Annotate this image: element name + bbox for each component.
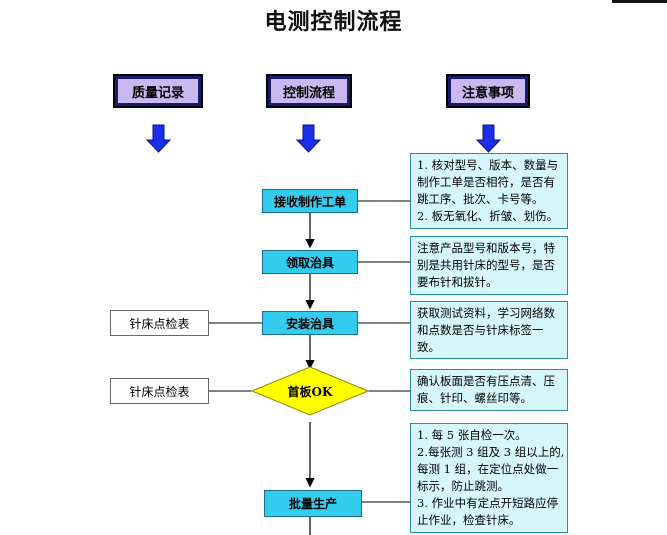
note-line: 致。 <box>417 340 440 354</box>
header-control-flow: 控制流程 <box>266 74 352 108</box>
note-line: 跳工序、批次、卡号等。 <box>417 192 544 206</box>
step-collect-fixture: 领取治具 <box>262 250 358 274</box>
decision-first-board-ok: 首板OK <box>287 384 333 399</box>
step-batch-production: 批量生产 <box>264 490 362 517</box>
window-corner-bar <box>612 0 667 3</box>
note-first-board: 确认板面是否有压点清、压 痕、针印、螺丝印等。 <box>410 369 568 411</box>
record-needle-bed-checklist: 针床点检表 <box>110 378 209 404</box>
decision-diamond <box>250 366 370 416</box>
note-line: 注意产品型号和版本号，特 <box>417 241 555 255</box>
step-install-fixture: 安装治具 <box>262 311 358 335</box>
note-line: 确认板面是否有压点清、压 <box>417 374 555 388</box>
note-batch: 1. 每 5 张自检一次。 2.每张测 3 组及 3 组以上的, 每测 1 组，… <box>410 423 568 533</box>
note-line: 别是共用针床的型号，是否 <box>417 258 555 272</box>
header-notes: 注意事项 <box>446 74 530 108</box>
note-line: 每测 1 组，在定位点处做一 <box>417 462 559 476</box>
record-needle-bed-checklist: 针床点检表 <box>110 310 209 336</box>
note-work-order: 1. 核对型号、版本、数量与 制作工单是否相符，是否有 跳工序、批次、卡号等。 … <box>410 153 568 229</box>
note-line: 标示，防止跳测。 <box>417 479 509 493</box>
note-line: 2.每张测 3 组及 3 组以上的, <box>417 445 565 459</box>
note-line: 止作业，检查针床。 <box>417 513 521 527</box>
note-line: 2. 板无氧化、折皱、划伤。 <box>417 209 559 223</box>
step-receive-work-order: 接收制作工单 <box>262 189 358 213</box>
note-line: 要布针和拔针。 <box>417 275 498 289</box>
note-line: 1. 每 5 张自检一次。 <box>417 428 527 442</box>
note-fixture: 注意产品型号和版本号，特 别是共用针床的型号，是否 要布针和拔针。 <box>410 236 568 295</box>
page-title: 电测控制流程 <box>264 9 403 35</box>
note-line: 1. 核对型号、版本、数量与 <box>417 158 559 172</box>
note-line: 痕、针印、螺丝印等。 <box>417 391 532 405</box>
note-install: 获取测试资料，学习网络数 和点数是否与针床标签一 致。 <box>410 301 568 359</box>
down-arrow-icon <box>145 124 172 153</box>
down-arrow-icon <box>295 124 322 153</box>
down-arrow-icon <box>475 124 502 153</box>
note-line: 3. 作业中有定点开短路应停 <box>417 496 559 510</box>
header-quality-records: 质量记录 <box>113 74 203 108</box>
note-line: 和点数是否与针床标签一 <box>417 323 544 337</box>
note-line: 获取测试资料，学习网络数 <box>417 306 555 320</box>
note-line: 制作工单是否相符，是否有 <box>417 175 555 189</box>
